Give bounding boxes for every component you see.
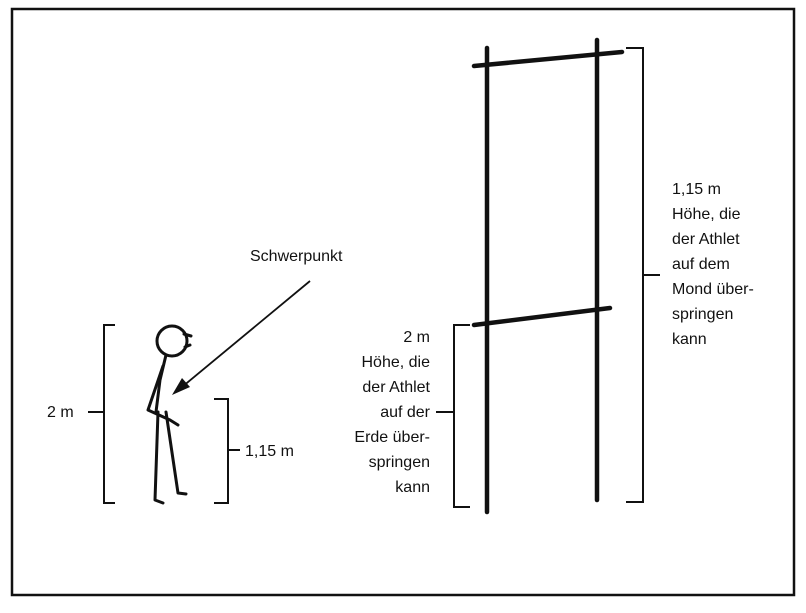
- moon-caption-line: auf dem: [672, 256, 730, 273]
- figure-face: [182, 332, 193, 349]
- figure-arm: [146, 364, 180, 427]
- earth-caption-line: springen: [368, 454, 430, 471]
- earth-caption-line: kann: [395, 479, 430, 496]
- figure-body: [154, 353, 168, 414]
- earth-caption-line: 2 m: [403, 329, 430, 346]
- moon-caption-line: springen: [672, 306, 734, 323]
- earth-caption-line: auf der: [380, 404, 430, 421]
- earth-caption-line: Höhe, die: [361, 354, 431, 371]
- moon-jump-bracket: [626, 47, 660, 503]
- com-height-bracket: [214, 398, 240, 504]
- figure-head: [155, 324, 189, 358]
- moon-caption-line: der Athlet: [672, 231, 740, 248]
- moon-caption-line: Mond über-: [672, 281, 754, 298]
- earth-jump-bracket: [436, 324, 470, 508]
- moon-caption-line: Höhe, die: [672, 206, 741, 223]
- center-of-mass-arrow: [172, 280, 311, 395]
- moon-caption-line: kann: [672, 331, 707, 348]
- earth-caption-line: Erde über-: [354, 429, 430, 446]
- figure-left-leg: [153, 410, 165, 505]
- earth-jump-caption: 2 m Höhe, die der Athlet auf der Erde üb…: [306, 325, 430, 500]
- center-of-mass-label: Schwerpunkt: [250, 248, 343, 265]
- person-height-bracket: [88, 324, 115, 504]
- moon-jump-caption: 1,15 m Höhe, die der Athlet auf dem Mond…: [672, 177, 782, 352]
- frame-border: [10, 7, 796, 597]
- com-height-label: 1,15 m: [245, 443, 294, 460]
- earth-caption-line: der Athlet: [362, 379, 430, 396]
- figure-right-leg: [164, 410, 188, 496]
- stick-figure: [146, 324, 193, 505]
- person-height-label: 2 m: [47, 404, 74, 421]
- moon-caption-line: 1,15 m: [672, 181, 721, 198]
- moon-crossbar: [471, 49, 625, 69]
- earth-crossbar: [471, 305, 613, 328]
- high-jump-apparatus: [471, 37, 625, 515]
